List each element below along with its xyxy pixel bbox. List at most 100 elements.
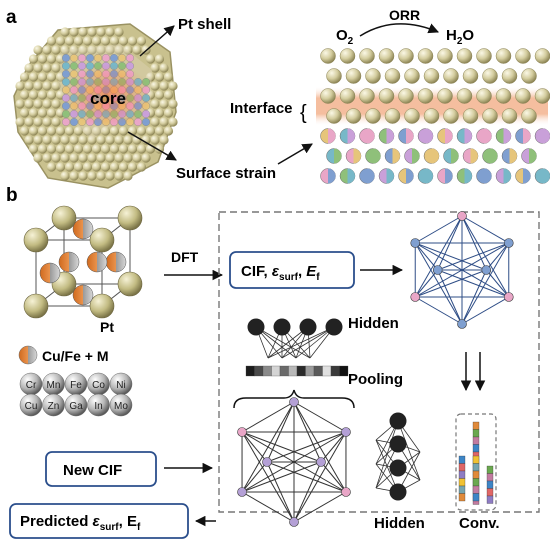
pt-surface-atom — [33, 63, 42, 72]
panel-a-letter: a — [6, 7, 17, 28]
pt-surface-atom — [159, 81, 168, 90]
conv-cell — [473, 437, 479, 445]
cu-fe-legend-label: Cu/Fe + M — [42, 348, 109, 364]
graph-node — [290, 518, 299, 527]
pt-surface-atom — [42, 117, 51, 126]
core-atom — [142, 118, 150, 126]
element-sphere: Ga — [65, 394, 87, 416]
graph-node — [263, 458, 272, 467]
slab-pt-atom — [502, 109, 517, 124]
surface-strain-arrow-right — [278, 144, 312, 164]
graph-node — [411, 239, 420, 248]
graph-node — [458, 320, 467, 329]
hidden-bottom-network — [376, 413, 420, 501]
cu-fe-legend-atom — [19, 346, 37, 364]
pt-surface-atom — [42, 81, 51, 90]
element-symbol: Mo — [114, 401, 128, 412]
pt-surface-atom — [92, 162, 101, 171]
slab-alloy-atom-half — [432, 149, 440, 164]
pooling-cell — [340, 366, 349, 376]
slab-pt-atom — [444, 109, 459, 124]
pt-surface-atom — [150, 99, 159, 108]
hidden-bottom-label: Hidden — [374, 515, 425, 532]
pt-surface-atom — [24, 117, 33, 126]
pt-surface-atom — [150, 135, 159, 144]
interface-brace: { — [300, 102, 307, 124]
pt-surface-atom — [164, 126, 173, 135]
element-sphere: Zn — [43, 394, 65, 416]
slab-pt-atom — [385, 69, 400, 84]
conv-cell — [473, 486, 479, 494]
slab-pt-atom — [424, 109, 439, 124]
conv-cell — [487, 481, 493, 489]
pt-surface-atom — [38, 108, 47, 117]
pt-surface-atom — [47, 108, 56, 117]
pt-surface-atom — [101, 144, 110, 153]
slab-pt-atom — [346, 109, 361, 124]
pt-surface-atom — [110, 144, 119, 153]
slab-alloy-atom-half — [348, 129, 356, 144]
pt-surface-atom — [51, 153, 60, 162]
slab-pt-atom — [340, 89, 355, 104]
pt-surface-atom — [128, 144, 137, 153]
slab-alloy-atom-half — [445, 169, 453, 184]
o2-label: O2 — [336, 27, 354, 47]
slab-pt-atom — [366, 69, 381, 84]
pt-surface-atom — [132, 45, 141, 54]
slab-pt-atom — [418, 89, 433, 104]
slab-alloy-atom-half — [451, 149, 459, 164]
graph-top — [411, 212, 514, 329]
slab-pt-atom — [457, 49, 472, 64]
graph-node — [504, 293, 513, 302]
pt-surface-atom — [47, 72, 56, 81]
unit-cell: Pt — [24, 206, 142, 335]
pt-surface-atom — [56, 162, 65, 171]
pt-surface-atom — [69, 135, 78, 144]
hidden-top-node — [274, 319, 291, 336]
slab-pt-atom — [438, 49, 453, 64]
pt-surface-atom — [42, 153, 51, 162]
nanoparticle: core — [14, 24, 178, 188]
conv-bars — [459, 422, 493, 505]
pt-surface-atom — [119, 162, 128, 171]
slab-pt-atom — [360, 49, 375, 64]
pt-surface-atom — [29, 54, 38, 63]
pt-surface-atom — [105, 153, 114, 162]
conv-cell — [473, 471, 479, 479]
pt-surface-atom — [92, 144, 101, 153]
slab-alloy-atom-half — [484, 169, 492, 184]
core-atom — [126, 54, 134, 62]
pt-surface-atom — [60, 135, 69, 144]
pt-surface-atom — [83, 144, 92, 153]
pt-surface-atom — [33, 81, 42, 90]
pt-surface-atom — [146, 54, 155, 63]
element-symbol: Cr — [26, 380, 37, 391]
slab-alloy-atom-half — [523, 169, 531, 184]
slab-alloy-atom-half — [334, 149, 342, 164]
pt-surface-atom — [101, 162, 110, 171]
pt-surface-atom — [119, 144, 128, 153]
pt-surface-atom — [119, 126, 128, 135]
graph-node — [433, 266, 442, 275]
orr-label: ORR — [389, 7, 420, 23]
pt-surface-atom — [114, 171, 123, 180]
pt-surface-atom — [51, 135, 60, 144]
cell-pt-atom — [52, 206, 76, 230]
cell-pt-atom — [24, 228, 48, 252]
slab-alloy-atom-half — [387, 169, 395, 184]
slab-alloy-atom-half — [328, 169, 336, 184]
pt-surface-atom — [114, 135, 123, 144]
element-sphere: Cu — [20, 394, 42, 416]
slab-alloy-atom-half — [328, 129, 336, 144]
cell-cu-atom — [73, 219, 93, 239]
conv-cell — [473, 479, 479, 487]
slab-alloy-atom-half — [426, 169, 434, 184]
slab-alloy-atom-half — [367, 129, 375, 144]
pt-surface-atom — [78, 135, 87, 144]
element-symbol: Zn — [48, 401, 60, 412]
slab-pt-atom — [522, 69, 537, 84]
pt-surface-atom — [42, 63, 51, 72]
pt-surface-atom — [42, 99, 51, 108]
pooling-cell — [331, 366, 340, 376]
